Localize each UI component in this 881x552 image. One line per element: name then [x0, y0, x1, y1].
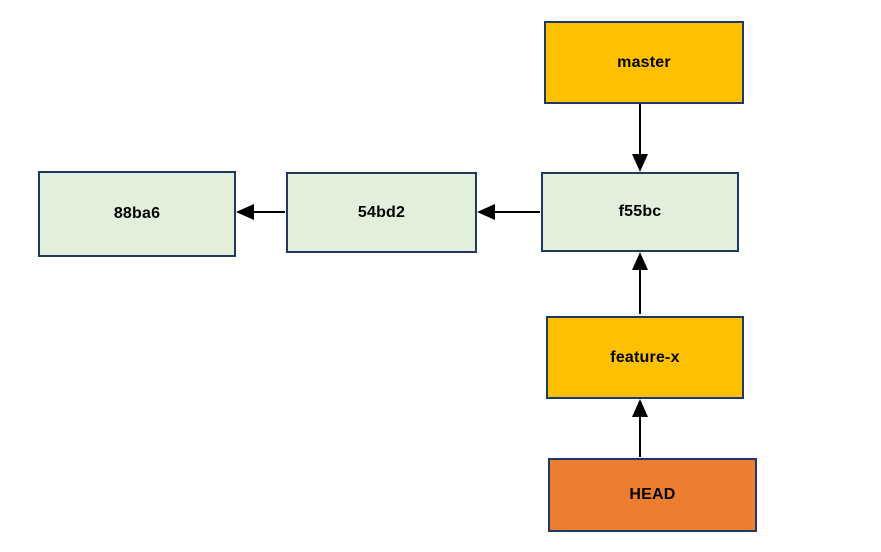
commit-node-54bd2-label: 54bd2	[357, 203, 406, 221]
commit-node-88ba6-label: 88ba6	[113, 205, 161, 222]
edge-54bd2-to-88ba6	[236, 204, 285, 220]
edge-head-to-featurex	[632, 399, 648, 457]
branch-node-feature-x[interactable]: feature-x	[546, 316, 744, 399]
edge-f55bc-to-54bd2	[477, 204, 540, 220]
branch-node-master-label: master	[617, 53, 671, 71]
branch-node-master[interactable]: master	[544, 21, 744, 104]
branch-node-feature-x-label: feature-x	[610, 348, 680, 366]
head-node-label: HEAD	[629, 486, 676, 503]
commit-node-88ba6[interactable]: 88ba6	[38, 171, 236, 257]
edge-master-to-f55bc	[632, 104, 648, 172]
edge-featurex-to-f55bc	[632, 252, 648, 314]
commit-node-54bd2[interactable]: 54bd2	[286, 172, 477, 253]
head-node[interactable]: HEAD	[548, 458, 757, 532]
commit-node-f55bc[interactable]: f55bc	[541, 172, 739, 252]
commit-node-f55bc-label: f55bc	[618, 203, 662, 220]
